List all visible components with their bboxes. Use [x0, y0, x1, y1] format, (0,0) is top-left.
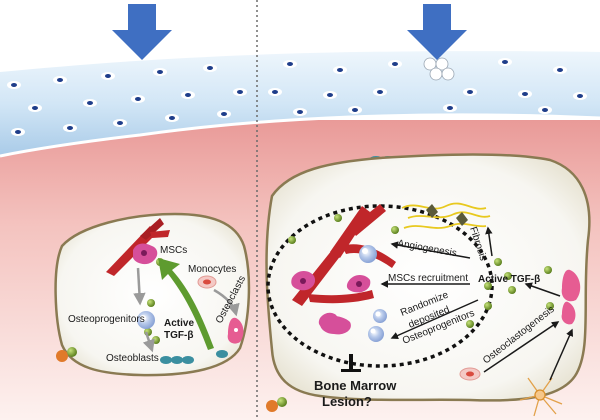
label-active-tgfb-right: Active TGF-β	[478, 274, 540, 285]
arrow-osteoclast-to-tgfb	[524, 282, 561, 297]
arrow-osteocyte-to-osteoclast	[549, 328, 574, 381]
label-mscs-recruitment: MSCs recruitment	[388, 273, 468, 284]
growth-factor-pair-right	[266, 397, 287, 412]
label-active-tgfb-line1: Active	[164, 318, 194, 329]
label-active-tgfb-line2: TGF-β	[164, 330, 193, 341]
monocyte-cell-right	[459, 367, 481, 381]
monocyte-cell	[197, 275, 217, 289]
arrow-angiogenesis	[390, 241, 471, 259]
osteocyte-cell	[519, 377, 563, 417]
osteoclast-cell-left	[227, 317, 244, 344]
msc-cell-left	[133, 243, 158, 265]
right-marrow-cavity	[265, 153, 591, 402]
growth-factor-pair-left	[56, 347, 77, 362]
load-arrow-right	[407, 4, 467, 60]
label-monocytes: Monocytes	[188, 264, 236, 275]
label-osteoblasts: Osteoblasts	[106, 353, 159, 364]
chondrocyte-nuclei-right	[272, 60, 583, 114]
label-mscs: MSCs	[160, 245, 187, 256]
blood-vessel-left	[106, 218, 170, 276]
growth-factors-right	[288, 214, 554, 328]
osteoclast-cell-lesion	[319, 315, 351, 335]
osteoclast-cells-right	[561, 269, 581, 325]
arrow-fibrosis	[485, 226, 493, 257]
chondrocytes-right	[268, 58, 587, 116]
lesion-down-arrow	[341, 354, 361, 372]
label-osteoprogenitors: Osteoprogenitors	[68, 314, 145, 325]
fibrosis-fibres	[401, 202, 491, 229]
left-marrow-cavity	[54, 212, 251, 377]
tidemark-line	[0, 113, 600, 158]
label-bone-marrow-lesion-line1: Bone Marrow	[314, 378, 397, 393]
load-arrow-left	[112, 4, 172, 60]
chondrocyte-cluster	[423, 57, 455, 81]
label-bone-marrow-lesion-line2: Lesion?	[322, 394, 372, 409]
osteoblast-cells	[160, 350, 228, 364]
arrow-randomize-osteoprogenitors	[390, 299, 479, 340]
arrow-osteoclastogenesis	[483, 321, 560, 373]
fibroblast-cells	[426, 204, 468, 226]
osteoprogenitor-cells-right	[359, 245, 387, 342]
chondrocyte-nuclei-left	[11, 66, 243, 134]
arrow-tgfb-feedback	[158, 258, 214, 350]
osteoprogenitor-cell-left	[137, 311, 155, 329]
arrow-monocyte-to-osteoclast	[213, 288, 240, 317]
arrow-msc-to-osteoprogenitor	[133, 267, 146, 306]
arrow-osteoprogenitor-to-osteoblast	[142, 331, 155, 353]
